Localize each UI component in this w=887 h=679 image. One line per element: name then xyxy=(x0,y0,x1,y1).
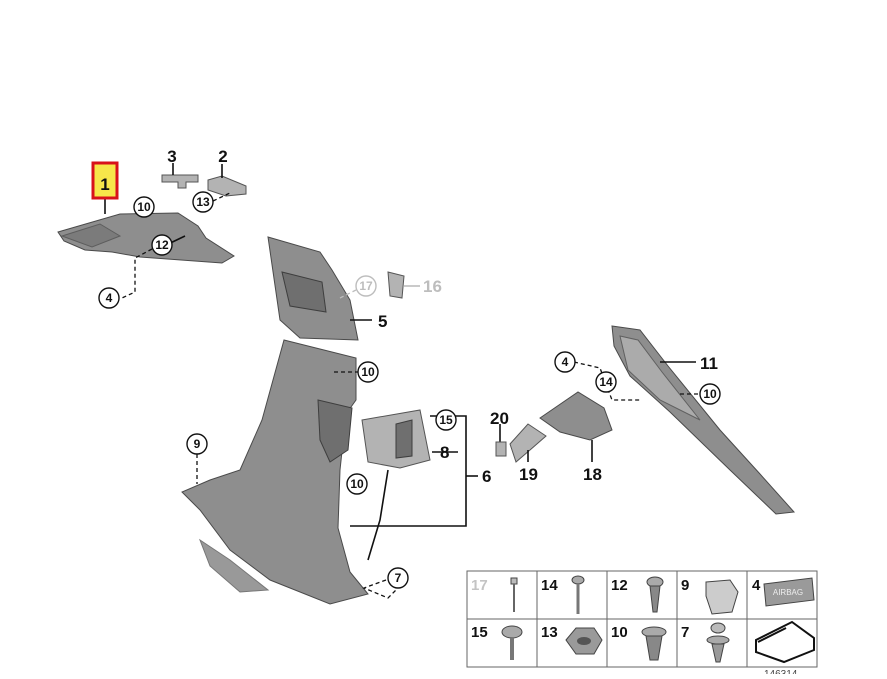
clip-10-icon xyxy=(641,626,667,661)
table-cell-10: 10 xyxy=(611,624,628,641)
callout-10d: 10 xyxy=(680,383,721,405)
table-cell-15: 15 xyxy=(471,624,488,641)
callout-17-text: 17 xyxy=(359,279,373,293)
callout-14: 14 xyxy=(595,371,617,393)
callout-10b: 10 xyxy=(334,361,379,383)
callout-3-label: 3 xyxy=(167,147,176,166)
callout-10a: 10 xyxy=(133,196,155,218)
callout-9-text: 9 xyxy=(194,437,201,451)
callout-4a: 4 xyxy=(98,287,120,309)
callout-10b-text: 10 xyxy=(361,365,375,379)
screw-15-icon xyxy=(501,625,523,660)
part-3-bracket xyxy=(161,163,199,189)
part-6-lower-trim xyxy=(181,339,478,605)
part-16-clip xyxy=(387,271,420,299)
callout-4a-text: 4 xyxy=(106,291,113,305)
part-18-bracket xyxy=(539,391,613,462)
airbag-badge-icon: AIRBAG xyxy=(763,577,815,607)
callout-15-text: 15 xyxy=(439,413,453,427)
table-cell-9: 9 xyxy=(681,577,689,594)
screw-14-icon xyxy=(571,575,585,614)
part-11-c-pillar-trim xyxy=(611,325,796,515)
part-5-upper-trim xyxy=(267,236,372,341)
part-1-trim xyxy=(57,198,235,264)
callout-7-text: 7 xyxy=(395,571,402,585)
callout-6-label: 6 xyxy=(482,467,491,486)
screw-12-icon xyxy=(646,576,664,613)
screw-17-icon xyxy=(510,577,518,612)
callout-16-label: 16 xyxy=(423,277,442,296)
callout-19-label: 19 xyxy=(519,465,538,484)
nut-13-icon xyxy=(565,627,603,655)
part-19-bracket xyxy=(509,423,547,463)
callout-7: 7 xyxy=(362,567,409,599)
clip-7-icon xyxy=(706,622,730,663)
callout-17: 17 xyxy=(339,275,377,299)
doc-id: 146314 xyxy=(764,669,798,674)
callout-2-label: 2 xyxy=(218,147,227,166)
callout-10c: 10 xyxy=(346,469,389,561)
callout-20-label: 20 xyxy=(490,409,509,428)
direction-arrow-icon xyxy=(755,620,815,664)
table-cell-14: 14 xyxy=(541,577,558,594)
callout-13-text: 13 xyxy=(196,195,210,209)
callout-10c-text: 10 xyxy=(350,477,364,491)
callout-10d-text: 10 xyxy=(703,387,717,401)
callout-1-label: 1 xyxy=(100,175,109,194)
table-cell-17: 17 xyxy=(471,577,488,594)
callout-15: 15 xyxy=(435,409,457,431)
callout-18-label: 18 xyxy=(583,465,602,484)
part-2-bracket xyxy=(207,164,247,197)
airbag-badge-text: AIRBAG xyxy=(773,588,803,597)
clip-9-icon xyxy=(705,579,739,615)
fasteners-table: 17 14 12 9 4 AIRBAG 15 13 xyxy=(466,570,818,668)
callout-14-text: 14 xyxy=(599,375,613,389)
part-20-clip xyxy=(495,424,507,457)
callout-5-label: 5 xyxy=(378,312,387,331)
table-cell-12: 12 xyxy=(611,577,628,594)
table-cell-7: 7 xyxy=(681,624,689,641)
callout-10a-text: 10 xyxy=(137,200,151,214)
callout-1-highlight[interactable] xyxy=(91,161,119,200)
callout-13: 13 xyxy=(192,191,233,213)
callout-9: 9 xyxy=(186,433,208,484)
callout-4b-text: 4 xyxy=(562,355,569,369)
callout-8-label: 8 xyxy=(440,443,449,462)
table-cell-13: 13 xyxy=(541,624,558,641)
callout-12-text: 12 xyxy=(155,238,169,252)
table-cell-4: 4 xyxy=(752,577,761,594)
callout-11-label: 11 xyxy=(700,354,718,373)
callout-12: 12 xyxy=(121,234,186,299)
